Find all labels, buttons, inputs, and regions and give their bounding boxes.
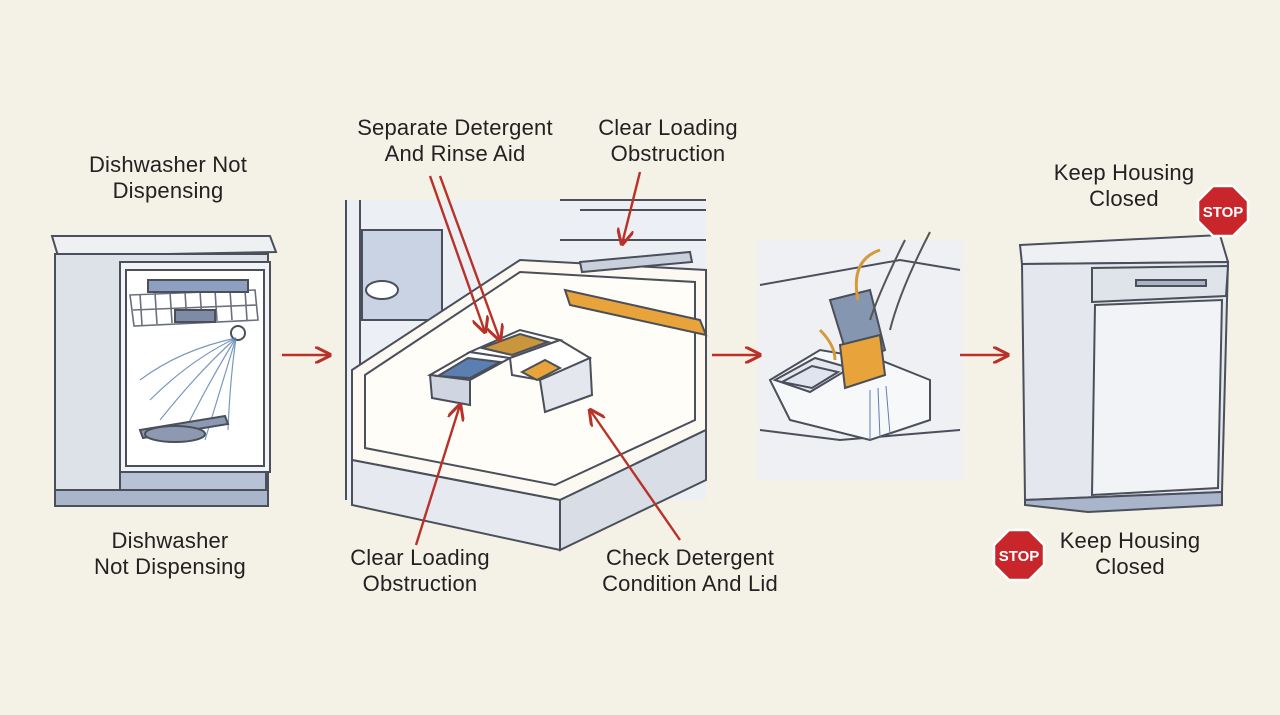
label-keep-housing-closed-bottom: Keep Housing Closed bbox=[1046, 528, 1214, 580]
label-line: And Rinse Aid bbox=[384, 141, 526, 166]
stop-sign-bottom-text: STOP bbox=[999, 548, 1040, 565]
label-line: Keep Housing bbox=[1053, 160, 1195, 185]
label-line: Obstruction bbox=[362, 571, 478, 596]
stop-sign-top-text: STOP bbox=[1203, 204, 1244, 221]
label-separate-detergent: Separate Detergent And Rinse Aid bbox=[346, 115, 564, 167]
label-line: Keep Housing bbox=[1059, 528, 1201, 553]
dispenser-closeup-illustration bbox=[758, 231, 963, 480]
arrows bbox=[282, 171, 1008, 546]
label-line: Dishwasher bbox=[111, 528, 229, 553]
label-line: Clear Loading bbox=[598, 115, 738, 140]
label-line: Closed bbox=[1089, 186, 1159, 211]
label-dishwasher-not-dispensing-top: Dishwasher Not Dispensing bbox=[68, 152, 268, 204]
stop-sign-top: STOP bbox=[1196, 184, 1250, 238]
label-clear-loading-obstruction-bottom: Clear Loading Obstruction bbox=[336, 545, 504, 597]
open-dishwasher-illustration bbox=[50, 235, 278, 507]
label-line: Dishwasher Not bbox=[88, 152, 248, 177]
label-line: Closed bbox=[1095, 554, 1165, 579]
pointer-arrow-clear-bottom bbox=[414, 405, 460, 546]
label-line: Obstruction bbox=[610, 141, 726, 166]
label-line: Check Detergent bbox=[605, 545, 775, 570]
label-keep-housing-closed-top: Keep Housing Closed bbox=[1040, 160, 1208, 212]
label-line: Separate Detergent bbox=[357, 115, 553, 140]
label-line: Dispensing bbox=[112, 178, 224, 203]
label-dishwasher-not-dispensing-bottom: Dishwasher Not Dispensing bbox=[72, 528, 268, 580]
stop-sign-bottom: STOP bbox=[992, 528, 1046, 582]
door-dispenser-illustration bbox=[345, 199, 708, 552]
pointer-arrow-check bbox=[590, 410, 681, 541]
label-line: Clear Loading bbox=[350, 545, 490, 570]
label-line: Not Dispensing bbox=[94, 554, 246, 579]
pointer-arrow-clear-top bbox=[622, 171, 642, 244]
label-check-detergent-condition: Check Detergent Condition And Lid bbox=[590, 545, 790, 597]
label-line: Condition And Lid bbox=[602, 571, 778, 596]
pointer-arrow-sep-2 bbox=[438, 175, 500, 340]
label-clear-loading-obstruction-top: Clear Loading Obstruction bbox=[584, 115, 752, 167]
pointer-arrow-sep-1 bbox=[428, 175, 485, 332]
closed-dishwasher-illustration bbox=[1018, 233, 1230, 514]
